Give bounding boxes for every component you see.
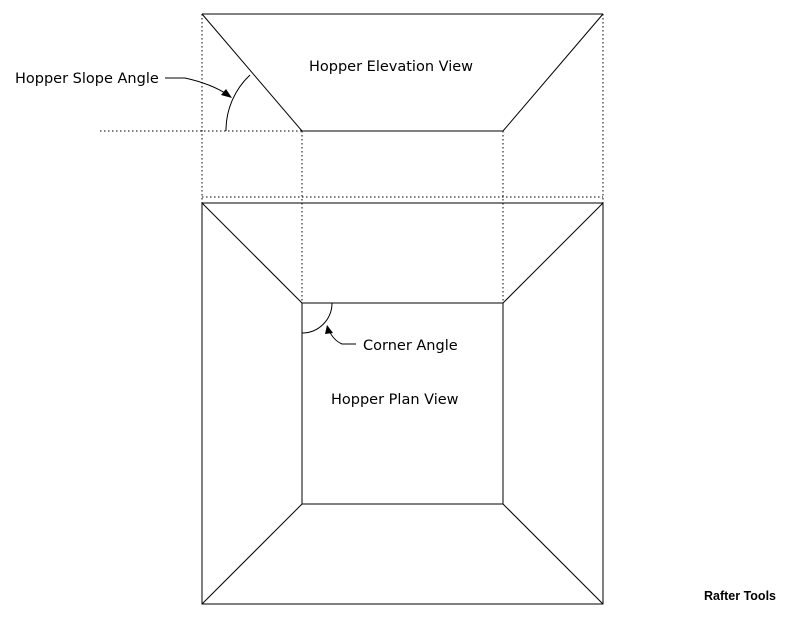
corner-angle-label: Corner Angle [363,338,458,354]
plan-diagonal-bottom-left [201,503,303,605]
corner-angle-arc [301,302,333,334]
slope-angle-leader [165,77,229,96]
plan-outer-rectangle [201,202,604,605]
projection-lines [100,14,604,303]
corner-angle-leader [328,329,356,345]
corner-angle-arrowhead [325,325,333,334]
plan-view-label: Hopper Plan View [331,392,459,408]
plan-inner-rectangle [301,302,504,505]
corner-angle-annotation [301,302,356,345]
brand-label: Rafter Tools [704,589,776,603]
elevation-view-label: Hopper Elevation View [309,59,473,75]
slope-angle-label: Hopper Slope Angle [15,71,159,87]
plan-view [201,202,604,605]
plan-diagonal-top-right [502,202,604,304]
slope-angle-arrowhead [221,89,232,98]
plan-diagonal-bottom-right [502,503,604,605]
plan-diagonal-top-left [201,202,303,304]
slope-angle-annotation [165,74,251,132]
elevation-right-slope [502,13,604,132]
elevation-view [201,13,604,132]
elevation-left-slope [201,13,303,132]
slope-angle-arc [225,74,251,132]
